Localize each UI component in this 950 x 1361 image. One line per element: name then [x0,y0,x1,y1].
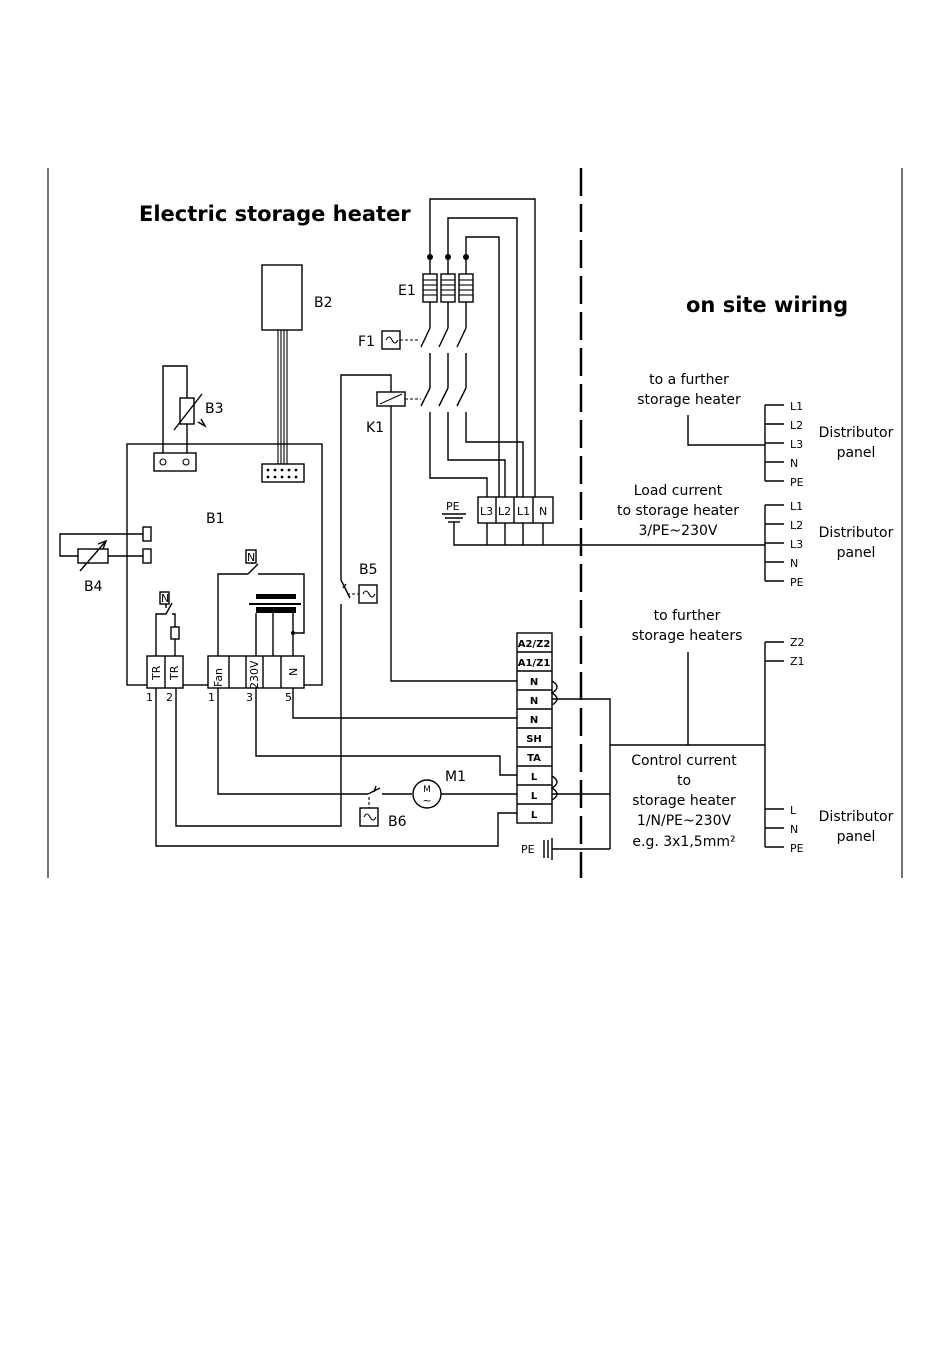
panel2-term-l1: L1 [790,500,803,513]
label-b5: B5 [359,562,378,578]
label-e1: E1 [398,283,416,299]
b6-switch [359,785,412,827]
terminal-l3: L3 [480,505,493,518]
panel1-term-pe: PE [790,476,804,489]
tr-contact-n-label: N [161,592,169,605]
label-f1: F1 [358,334,375,350]
site-further-multi-line2: storage heaters [632,628,743,644]
site-further-single-line2: storage heater [637,392,741,408]
label-k1: K1 [366,420,384,436]
panel1-term-l1: L1 [790,400,803,413]
control-terminal-a2z2: A2/Z2 [518,639,551,650]
pin-tr-1: 1 [146,691,153,704]
label-b1: B1 [206,511,225,527]
label-b6: B6 [388,814,407,830]
site-panel-2-wiring [764,504,784,582]
b2-component [261,264,305,483]
control-terminal-a1z1: A1/Z1 [518,658,551,669]
panel2-distributor: Distributor [819,525,894,541]
site-panel-3-4-wiring [610,641,784,848]
site-load-line2: to storage heater [617,503,739,519]
terminal-fan: Fan [212,668,225,687]
site-load-line1: Load current [634,483,723,499]
site-control-line4: 1/N/PE~230V [637,813,732,829]
panel3-term-z2: Z2 [790,636,805,649]
board-to-control-wiring [155,688,517,847]
b4-sensor [59,526,152,572]
panel4-term-pe: PE [790,842,804,855]
site-further-single-line1: to a further [649,372,729,388]
load-terminal-strip [442,496,765,546]
panel2-panel: panel [837,545,876,561]
control-terminal-n1: N [530,677,538,688]
panel2-term-l3: L3 [790,538,803,551]
control-terminal-sh: SH [526,734,542,745]
panel4-term-l: L [790,804,797,817]
site-further-multi-line1: to further [654,608,721,624]
motor-m-symbol: M [423,785,431,795]
diagram-title: Electric storage heater [139,202,411,226]
site-control-line3: storage heater [632,793,736,809]
panel1-term-l3: L3 [790,438,803,451]
control-terminal-l3: L [531,810,538,821]
panel2-term-pe: PE [790,576,804,589]
site-panel-1-wiring [687,404,784,482]
site-control-line2: to [677,773,691,789]
site-load-line3: 3/PE~230V [639,523,718,539]
k1-contactor [340,374,524,682]
tr-relay-contact [155,591,180,656]
panel1-panel: panel [837,445,876,461]
pin-fan-1: 1 [208,691,215,704]
control-terminal-n3: N [530,715,538,726]
label-m1: M1 [445,769,466,785]
motor-ac-symbol: ~ [422,794,431,807]
label-b3: B3 [205,401,224,417]
control-terminal-l2: L [531,791,538,802]
label-pe-bottom: PE [521,843,535,856]
panel3-term-z1: Z1 [790,655,805,668]
power-terminal-block [207,655,305,689]
control-terminal-n2: N [530,696,538,707]
f1-thermal-fuse [381,327,467,388]
site-title: on site wiring [686,293,848,317]
site-control-line1: Control current [631,753,737,769]
site-control-line5: e.g. 3x1,5mm² [632,834,735,850]
terminal-l1: L1 [517,505,530,518]
panel1-distributor: Distributor [819,425,894,441]
pe-earth-bottom [543,838,610,860]
control-terminal-l1: L [531,772,538,783]
e1-heating-elements [422,198,536,497]
panel4-distributor: Distributor [819,809,894,825]
panel1-term-n: N [790,457,798,470]
panel4-term-n: N [790,823,798,836]
label-b2: B2 [314,295,333,311]
terminal-l2: L2 [498,505,511,518]
pin-230v-3: 3 [246,691,253,704]
pin-tr-2: 2 [166,691,173,704]
terminal-tr-1: TR [150,665,163,681]
panel2-term-n: N [790,557,798,570]
b5-switch [175,579,378,827]
terminal-230v: 230V [248,660,261,689]
control-terminal-ta: TA [527,753,541,764]
panel4-panel: panel [837,829,876,845]
b1-transformer [217,549,305,656]
pin-n-5: 5 [285,691,292,704]
switch-n-label: N [247,551,255,564]
terminal-load-pe: PE [446,500,460,513]
panel2-term-l2: L2 [790,519,803,532]
control-terminal-strip [516,632,611,849]
label-b4: B4 [84,579,103,595]
tr-terminal-block [146,655,184,689]
m1-fan-motor [412,779,517,809]
b3-sensor [153,365,207,472]
terminal-tr-2: TR [168,665,181,681]
terminal-n: N [287,668,300,676]
panel1-term-l2: L2 [790,419,803,432]
terminal-load-n: N [539,505,547,518]
